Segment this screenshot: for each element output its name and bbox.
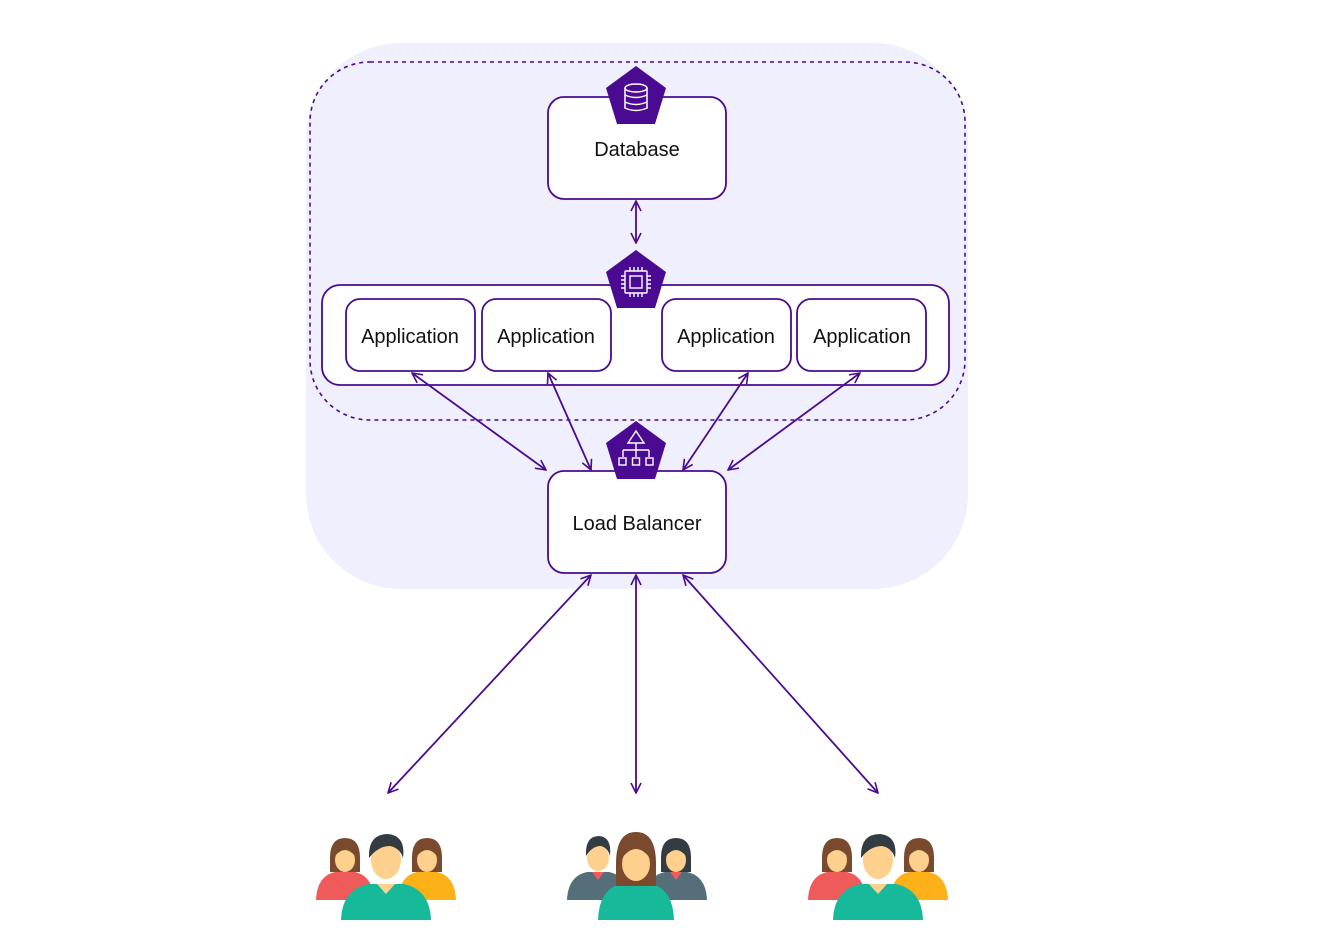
- private-network-boundary: [309, 61, 966, 421]
- app1-lb-link: [412, 373, 546, 470]
- application-node-4[interactable]: Application: [796, 298, 927, 372]
- application-label: Application: [677, 326, 775, 348]
- connectors: [388, 201, 878, 793]
- database-label: Database: [594, 139, 680, 161]
- users-group-icon: [808, 834, 948, 920]
- application-node-1[interactable]: Application: [345, 298, 476, 372]
- application-node-2[interactable]: Application: [481, 298, 612, 372]
- application-label: Application: [361, 326, 459, 348]
- app4-lb-link: [728, 373, 860, 470]
- application-label: Application: [813, 326, 911, 348]
- load-balancer-label: Load Balancer: [573, 513, 702, 535]
- load-balancer-node[interactable]: Load Balancer: [547, 470, 727, 574]
- database-icon: [606, 66, 666, 124]
- load-balancer-icon: [606, 421, 666, 479]
- application-node-3[interactable]: Application: [661, 298, 792, 372]
- users-group-icon: [567, 832, 707, 920]
- users-group-icon: [316, 834, 456, 920]
- app2-lb-link: [548, 373, 591, 470]
- lb-users-left-link: [388, 575, 591, 793]
- application-label: Application: [497, 326, 595, 348]
- lb-users-right-link: [683, 575, 878, 793]
- cpu-chip-icon: [606, 250, 666, 308]
